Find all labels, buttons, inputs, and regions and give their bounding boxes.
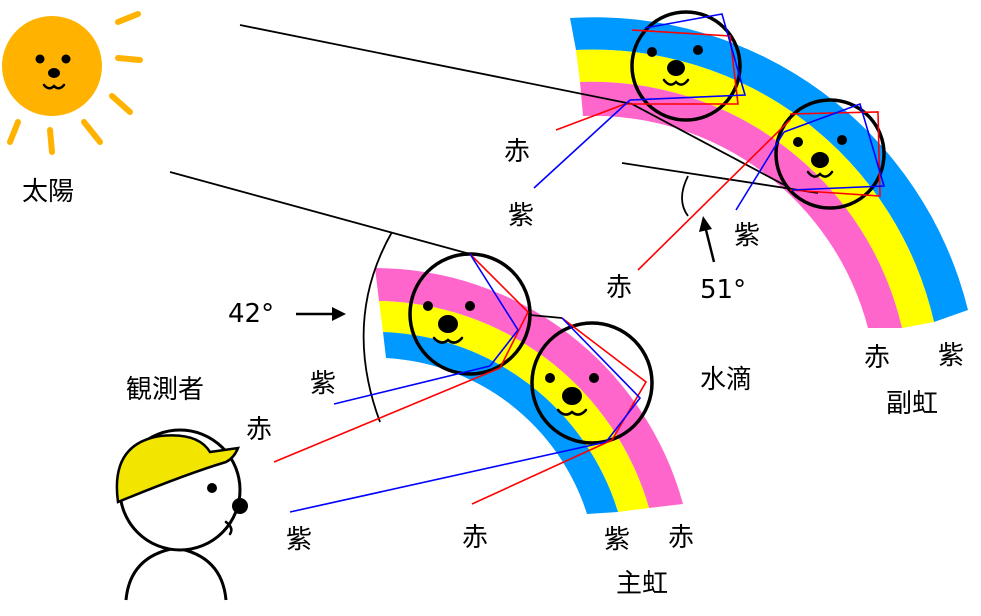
red-label: 赤 [668, 523, 694, 553]
sun-rays [7, 11, 143, 155]
face-droplet-icon [545, 373, 599, 416]
face-droplet-icon [423, 301, 475, 344]
observer-with-cap-icon [115, 428, 248, 601]
red-label: 赤 [606, 273, 632, 303]
drop-outline [774, 98, 886, 210]
sun-disc [2, 16, 102, 116]
incoming-sun-rays [169, 24, 819, 319]
angle-42-arc [362, 231, 393, 423]
face-droplet-icon [647, 45, 703, 86]
red-label: 赤 [246, 415, 272, 445]
red-label: 赤 [504, 137, 530, 167]
drop-secondary-lower [774, 98, 886, 210]
drop-primary-upper [408, 252, 532, 376]
drop-outline [530, 321, 654, 445]
angle-42-arrow [296, 307, 346, 321]
violet-label: 紫 [734, 221, 760, 251]
violet-label: 紫 [286, 525, 312, 555]
angle-51-label: 51° [700, 275, 746, 305]
angle-51-arc [681, 175, 689, 217]
color-leader-lines [273, 99, 791, 513]
violet-label: 紫 [938, 341, 964, 371]
drop-primary-lower [530, 317, 654, 445]
observer-label: 観測者 [126, 375, 204, 405]
violet-label: 紫 [508, 201, 534, 231]
red-label: 赤 [462, 523, 488, 553]
face-droplet-icon [793, 135, 847, 178]
sun-label: 太陽 [22, 177, 74, 207]
secondary-rainbow [570, 17, 968, 328]
water-drop-label: 水滴 [700, 365, 752, 395]
violet-label: 紫 [310, 369, 336, 399]
angle-51-arrow [699, 216, 716, 263]
secondary-rainbow-label: 副虹 [886, 389, 938, 419]
sun-icon [2, 11, 143, 155]
angle-42-label: 42° [228, 299, 274, 329]
red-label: 赤 [864, 343, 890, 373]
violet-label: 紫 [604, 525, 630, 555]
drop-secondary-upper [625, 10, 747, 122]
primary-rainbow-label: 主虹 [616, 569, 668, 599]
drop-outline [630, 10, 742, 122]
